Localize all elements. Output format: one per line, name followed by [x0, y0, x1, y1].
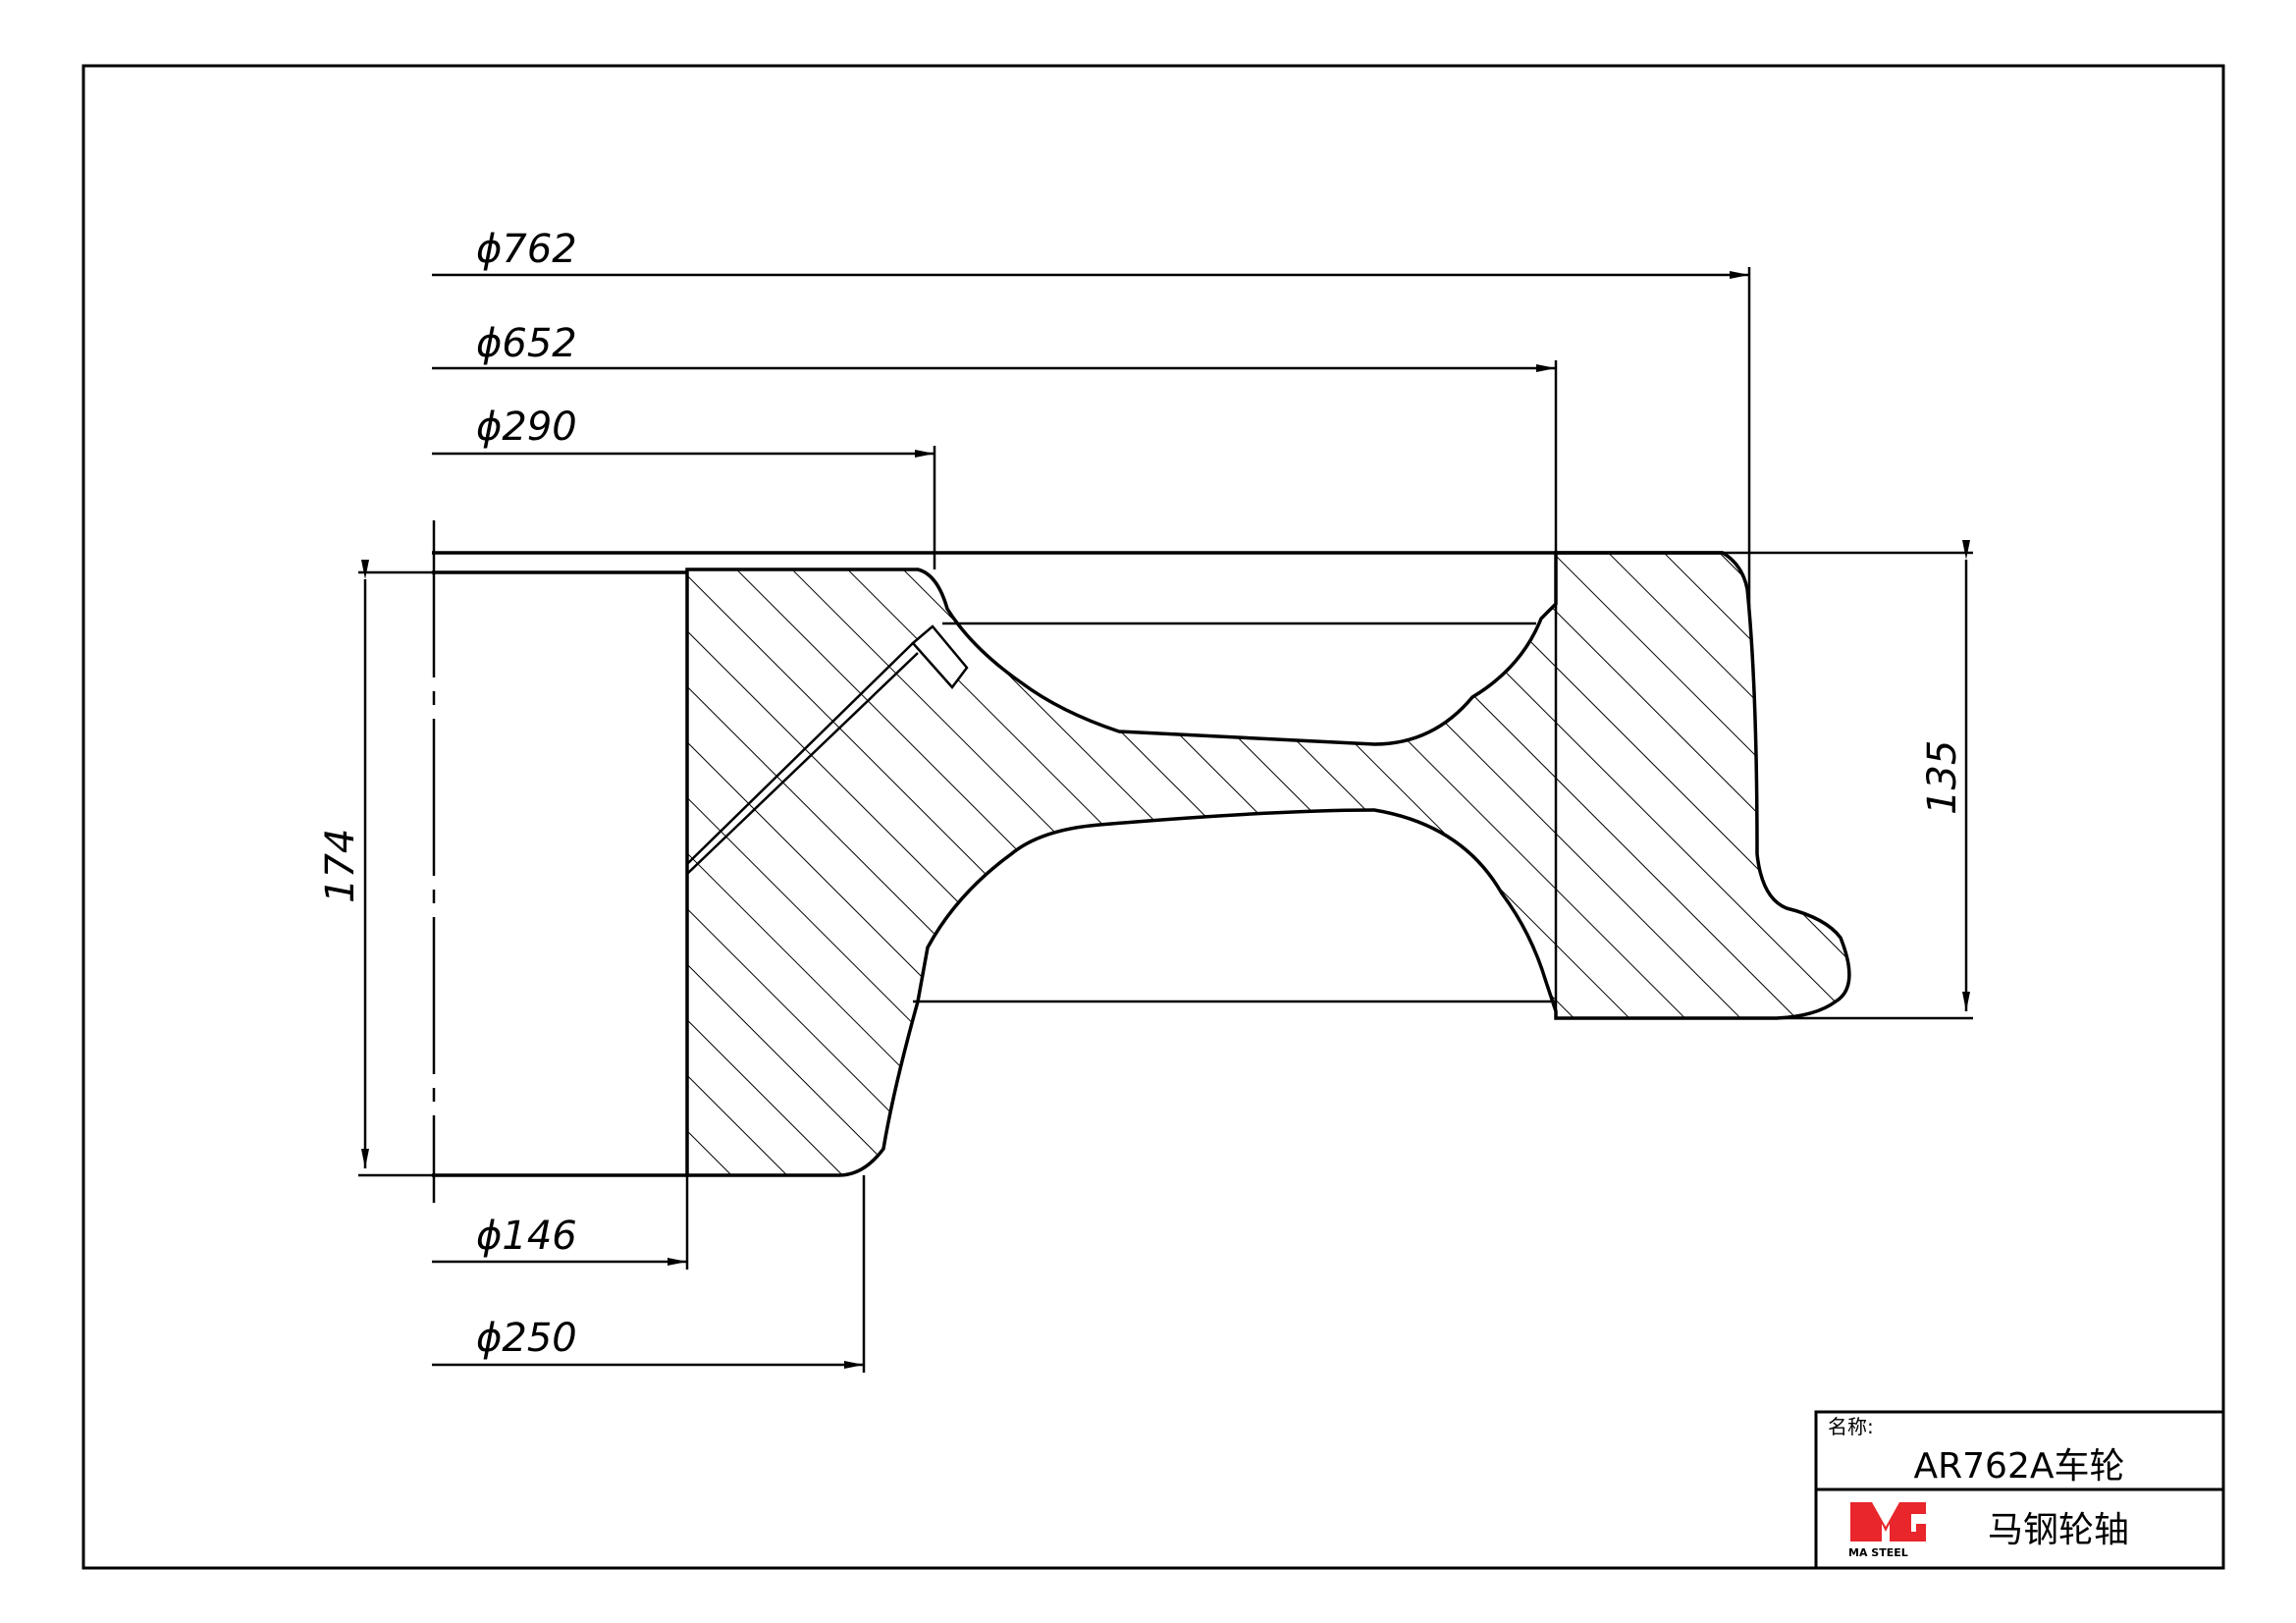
dimension-d146: ϕ146 — [432, 1175, 689, 1270]
dimension-h174: 174 — [318, 560, 432, 1177]
dim-h174-text: 174 — [318, 829, 363, 903]
oil-hole — [686, 642, 919, 875]
title-block: 名称: AR762A车轮 MA STEEL 马钢轮轴 — [1814, 1410, 2225, 1570]
dim-d290-text: ϕ290 — [476, 405, 577, 450]
section-outline — [685, 551, 1851, 1177]
title-name-label: 名称: — [1828, 1415, 1874, 1438]
wheel-section — [432, 551, 1851, 1177]
part-name: AR762A车轮 — [1914, 1446, 2125, 1487]
company-name: 马钢轮轴 — [1988, 1510, 2129, 1550]
dimension-d250: ϕ250 — [432, 1175, 866, 1373]
dim-d762-text: ϕ762 — [476, 227, 577, 272]
drawing-border — [81, 64, 2225, 1570]
dimension-d652: ϕ652 — [432, 321, 1558, 553]
logo-text: MA STEEL — [1848, 1546, 1908, 1559]
dimension-h135: 135 — [1723, 540, 1973, 1020]
dimension-d290: ϕ290 — [432, 405, 936, 569]
dimension-d762: ϕ762 — [432, 227, 1751, 609]
dim-d146-text: ϕ146 — [476, 1214, 577, 1259]
dim-d652-text: ϕ652 — [476, 321, 577, 366]
masteel-logo: MA STEEL — [1848, 1502, 1926, 1559]
dim-h135-text: 135 — [1920, 740, 1965, 815]
oil-hole-plug — [911, 624, 969, 689]
dim-d250-text: ϕ250 — [476, 1316, 577, 1361]
